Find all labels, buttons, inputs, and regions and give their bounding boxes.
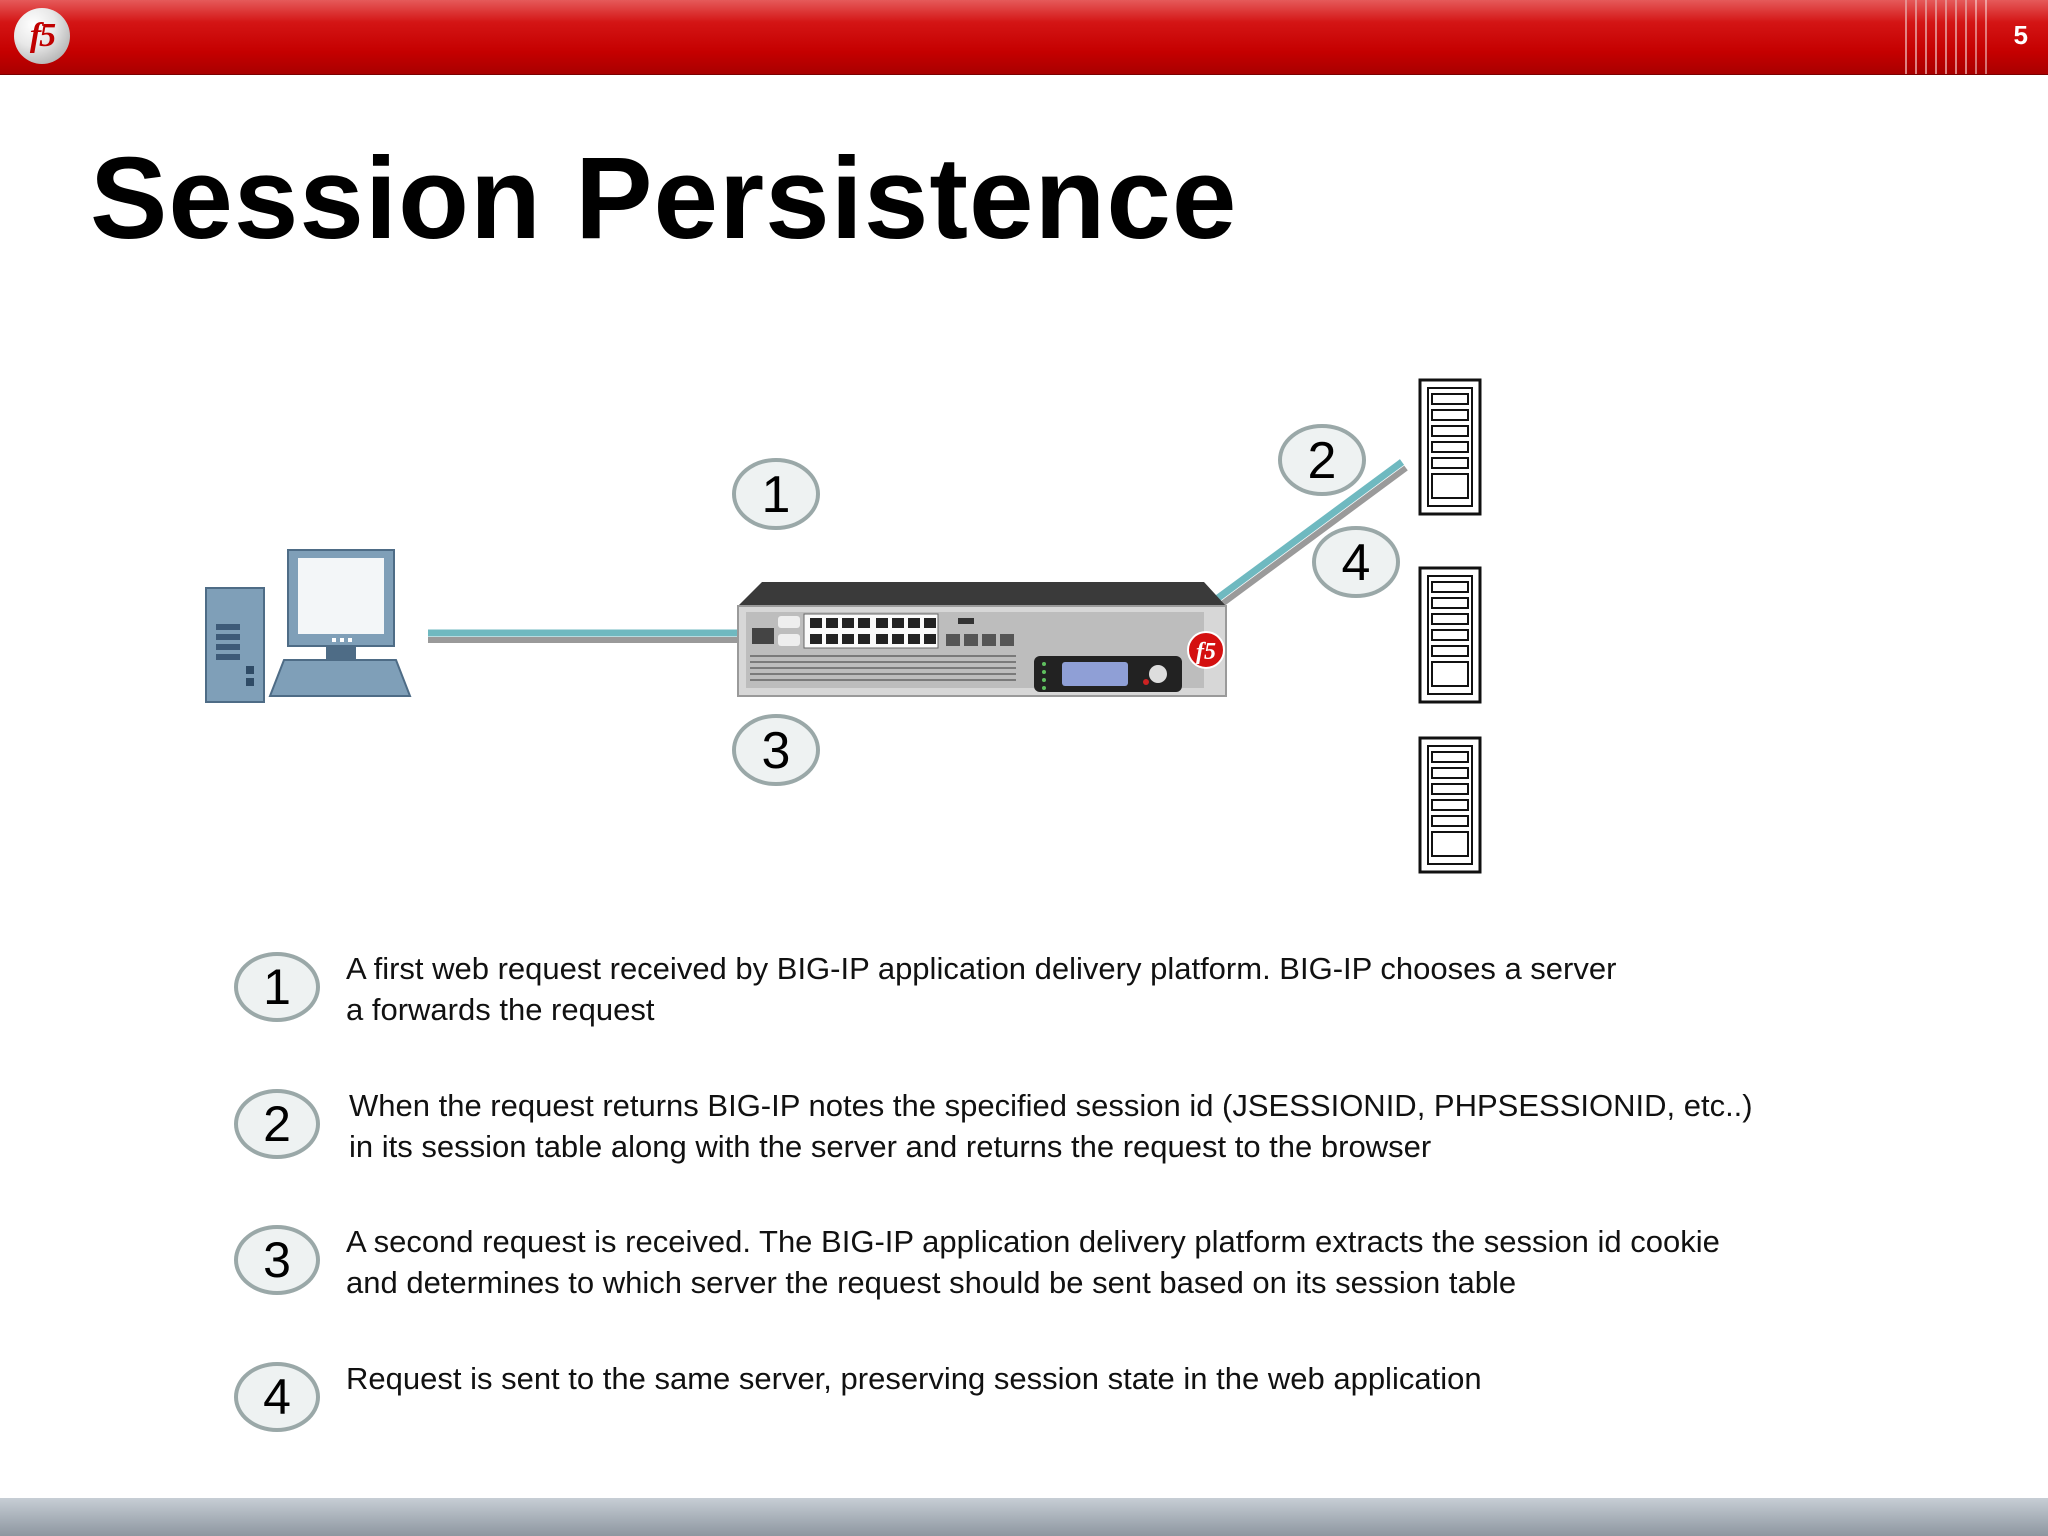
- step-number-bubble: 2: [234, 1089, 320, 1159]
- svg-text:2: 2: [1308, 432, 1337, 490]
- header-bar: f5 5: [0, 0, 2048, 75]
- svg-text:4: 4: [1342, 534, 1371, 592]
- step-number-bubble: 4: [234, 1362, 320, 1432]
- server-rack-icon: [1418, 378, 1482, 516]
- server-rack-icon: [1418, 566, 1482, 704]
- svg-text:1: 1: [762, 466, 791, 524]
- step-item-1: 1 A first web request received by BIG-IP…: [234, 948, 1934, 1028]
- client-computer-icon: [205, 549, 412, 703]
- step-description: When the request returns BIG-IP notes th…: [349, 1088, 1753, 1164]
- step-description: A second request is received. The BIG-IP…: [346, 1224, 1720, 1300]
- server-link-line: [1215, 459, 1408, 607]
- step-number-bubble: 3: [234, 1225, 320, 1295]
- step-item-2: 2 When the request returns BIG-IP notes …: [234, 1085, 1934, 1165]
- diagram-step-4-bubble: 4: [1312, 526, 1400, 598]
- step-description: A first web request received by BIG-IP a…: [346, 951, 1617, 1027]
- server-rack-icon: [1418, 736, 1482, 874]
- footer-bar: [0, 1498, 2048, 1536]
- f5-logo-text: f5: [29, 17, 56, 54]
- big-ip-appliance-icon: f5: [737, 582, 1227, 697]
- device-logo-text: f5: [1196, 639, 1216, 665]
- header-stripes-decoration: [1905, 0, 1987, 74]
- f5-logo: f5: [14, 8, 70, 64]
- svg-text:3: 3: [762, 722, 791, 780]
- step-number-bubble: 1: [234, 952, 320, 1022]
- session-persistence-diagram: f5 1 2: [205, 378, 1482, 874]
- step-item-4: 4 Request is sent to the same server, pr…: [234, 1358, 1934, 1438]
- diagram-step-1-bubble: 1: [732, 458, 820, 530]
- diagram-step-3-bubble: 3: [732, 714, 820, 786]
- page-title: Session Persistence: [90, 133, 1238, 263]
- diagram-step-2-bubble: 2: [1278, 424, 1366, 496]
- step-item-3: 3 A second request is received. The BIG-…: [234, 1221, 1934, 1301]
- slide-number: 5: [2013, 20, 2028, 50]
- client-link-line: [428, 629, 742, 643]
- step-description: Request is sent to the same server, pres…: [346, 1361, 1482, 1396]
